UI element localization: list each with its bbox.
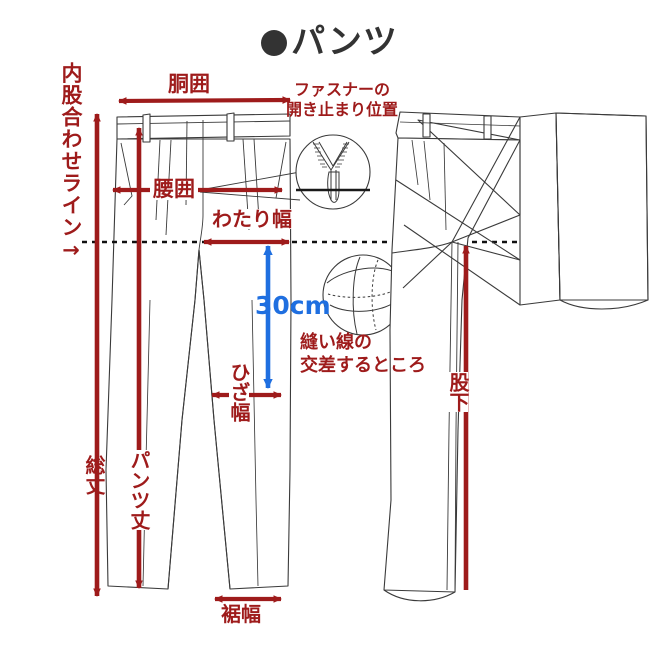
label-zipper-stop-line1: ファスナーの: [294, 80, 391, 99]
label-waist-circumference: 胴囲: [168, 72, 210, 96]
label-30cm: 30cm: [255, 291, 331, 320]
label-thigh-width: わたり幅: [210, 207, 294, 231]
label-seam-cross-line1: 縫い線の: [300, 332, 372, 353]
label-total-length: 総丈: [82, 455, 106, 495]
label-inseam: 股下: [446, 372, 470, 412]
label-seam-cross-line2: 交差するところ: [300, 355, 426, 377]
title-text: パンツ: [291, 22, 398, 62]
label-inseam-line: 内股合わせライン→: [59, 62, 83, 263]
label-zipper-stop-line2: 開き止まり位置: [286, 100, 399, 119]
bullet-icon: [261, 30, 288, 56]
right-pants-figure: [383, 111, 649, 602]
label-hip-circumference: 腰囲: [150, 179, 198, 200]
page-title: パンツ: [0, 14, 659, 63]
label-pants-length: パンツ丈: [127, 450, 151, 530]
label-seam-cross: 縫い線の 交差するところ: [300, 331, 426, 378]
label-hem-width: 裾幅: [221, 602, 261, 626]
label-knee-width: ひざ幅: [227, 362, 251, 422]
label-zipper-stop: ファスナーの 開き止まり位置: [286, 80, 398, 120]
arrow-waist-circumference: [118, 96, 291, 105]
zipper-detail-circle: [295, 134, 371, 210]
